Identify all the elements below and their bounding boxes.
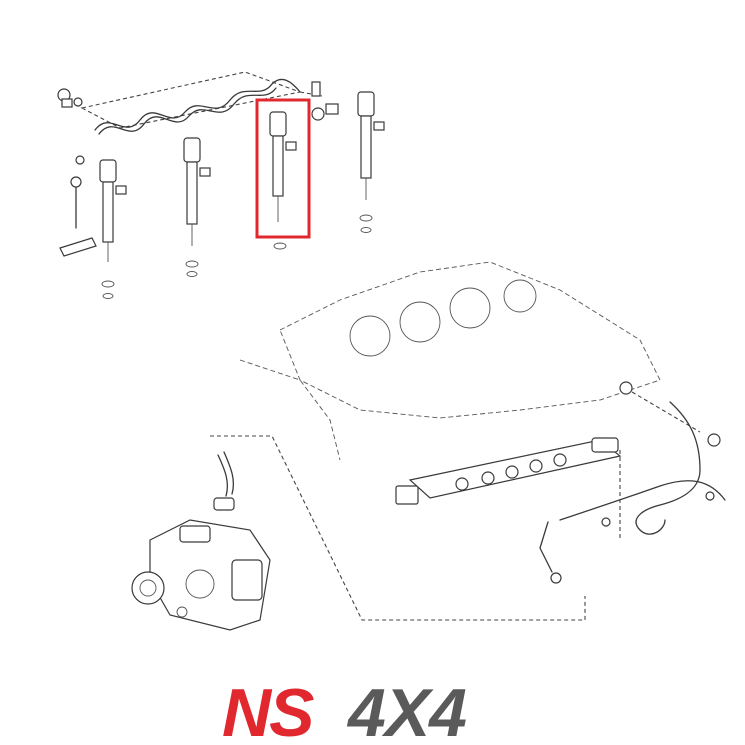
pump-link-dashed [210, 435, 586, 621]
common-rail [395, 437, 622, 505]
fuel-lines-right [539, 381, 726, 584]
injector-clamp [59, 155, 97, 257]
highlight-frame [255, 98, 311, 239]
banjo-bolt [57, 88, 83, 108]
supply-pump [131, 451, 271, 631]
injector-1 [99, 159, 127, 299]
engine-head [239, 261, 661, 461]
injector-3 [269, 111, 297, 250]
logo-text-ns: NS [222, 675, 314, 745]
logo-text-4x4: 4X4 [346, 675, 466, 745]
injector-2 [183, 137, 211, 277]
leak-off-hose [94, 78, 301, 131]
ns4x4-logo: NS 4X4 [222, 675, 467, 745]
union-fitting [311, 81, 339, 121]
injector-4 [357, 91, 385, 233]
injector-group [57, 71, 385, 299]
